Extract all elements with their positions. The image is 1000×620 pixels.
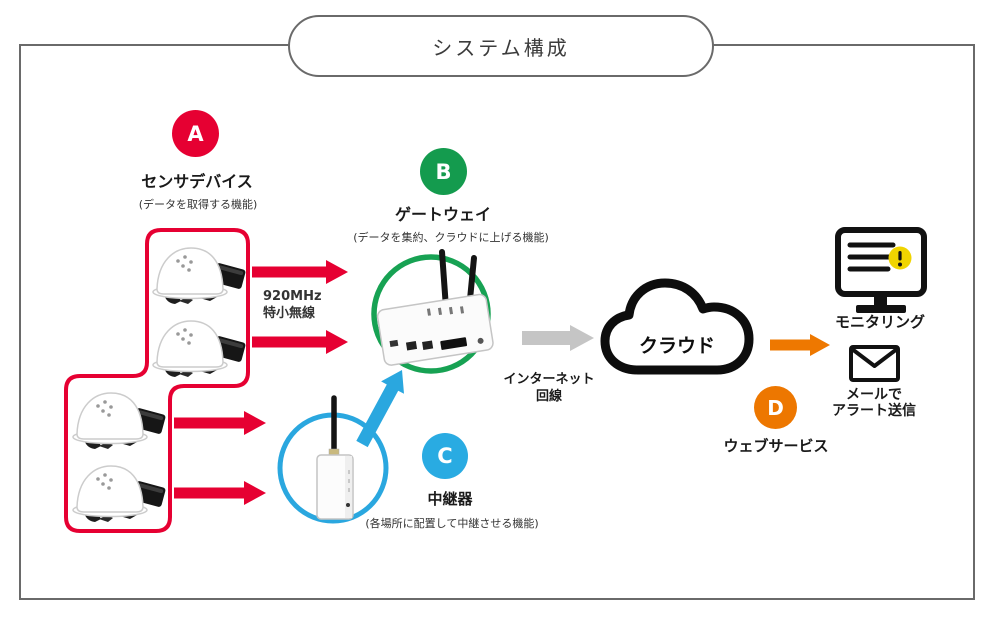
sensor-to-gateway-arrow bbox=[252, 330, 348, 354]
mail-alert-line-2: アラート送信 bbox=[832, 403, 916, 419]
mail-alert-label: メールで アラート送信 bbox=[832, 387, 916, 419]
repeater-label: 中継器 bbox=[427, 490, 473, 508]
monitoring-label: モニタリング bbox=[834, 313, 926, 331]
helmet-sensor-icon bbox=[72, 465, 167, 523]
gateway-to-cloud-arrow bbox=[522, 325, 594, 351]
helmet-sensor-icon bbox=[152, 320, 247, 378]
radio-type: 特小無線 bbox=[263, 306, 316, 321]
radio-link-label: 920MHz 特小無線 bbox=[263, 288, 322, 322]
web-service-label: ウェブサービス bbox=[723, 437, 829, 455]
sensor-to-repeater-arrow bbox=[174, 481, 266, 505]
title-pill: システム構成 bbox=[288, 15, 714, 77]
internet-line-1: インターネット bbox=[503, 372, 595, 387]
radio-frequency: 920MHz bbox=[263, 289, 322, 304]
gateway-description: (データを集約、クラウドに上げる機能) bbox=[353, 231, 549, 244]
badge-gateway-b: B bbox=[420, 148, 467, 195]
badge-repeater-c: C bbox=[422, 433, 468, 479]
antenna-box-icon bbox=[316, 395, 354, 520]
sensor-to-repeater-arrow bbox=[174, 411, 266, 435]
helmet-sensor-icon bbox=[72, 392, 167, 450]
repeater-to-gateway-arrow bbox=[356, 370, 404, 448]
page-title: システム構成 bbox=[432, 35, 570, 60]
sensor-device-label: センサデバイス bbox=[141, 172, 253, 191]
repeater-description: (各場所に配置して中継させる機能) bbox=[365, 517, 539, 530]
cloud-to-output-arrow bbox=[770, 334, 830, 356]
cloud-icon bbox=[600, 278, 754, 375]
gateway-label: ゲートウェイ bbox=[394, 205, 492, 224]
badge-sensor-a: A bbox=[172, 110, 219, 157]
helmet-sensor-icon bbox=[152, 247, 247, 305]
mail-alert-line-1: メールで bbox=[846, 387, 902, 403]
cloud-label: クラウド bbox=[638, 335, 716, 357]
sensor-device-description: (データを取得する機能) bbox=[138, 198, 258, 211]
sensor-to-gateway-arrow bbox=[252, 260, 348, 284]
wifi-router-icon bbox=[376, 249, 494, 366]
envelope-icon bbox=[849, 345, 900, 382]
internet-line-label: インターネット 回線 bbox=[503, 371, 594, 405]
sensor-group-outline bbox=[64, 228, 250, 533]
monitor-alert-icon bbox=[835, 227, 927, 313]
internet-line-2: 回線 bbox=[535, 389, 563, 404]
badge-webservice-d: D bbox=[754, 386, 797, 429]
